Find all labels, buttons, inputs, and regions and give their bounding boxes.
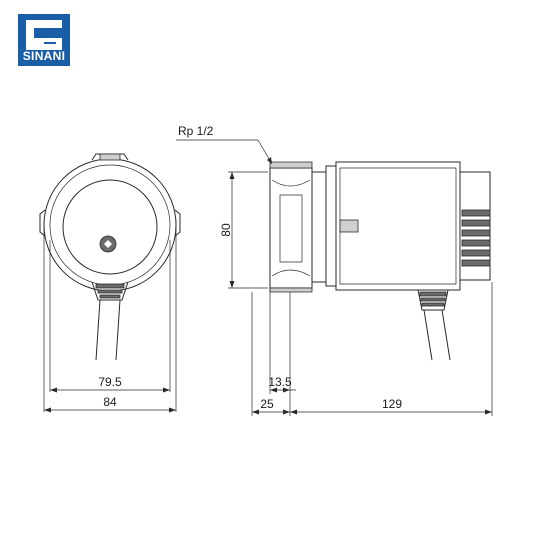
dim-offset: 13.5 (268, 375, 292, 389)
dim-outer-width: 84 (103, 395, 117, 409)
dim-port-depth: 25 (260, 397, 274, 411)
sinani-logo: SINANI (18, 14, 70, 66)
front-view (39, 153, 181, 413)
logo-mark-icon (26, 20, 62, 50)
dim-length: 129 (382, 397, 402, 411)
side-view (176, 139, 493, 416)
thread-label: Rp 1/2 (178, 124, 214, 138)
dim-height: 80 (219, 223, 233, 237)
logo-text: SINANI (22, 49, 66, 63)
dim-inner-width: 79.5 (98, 375, 122, 389)
